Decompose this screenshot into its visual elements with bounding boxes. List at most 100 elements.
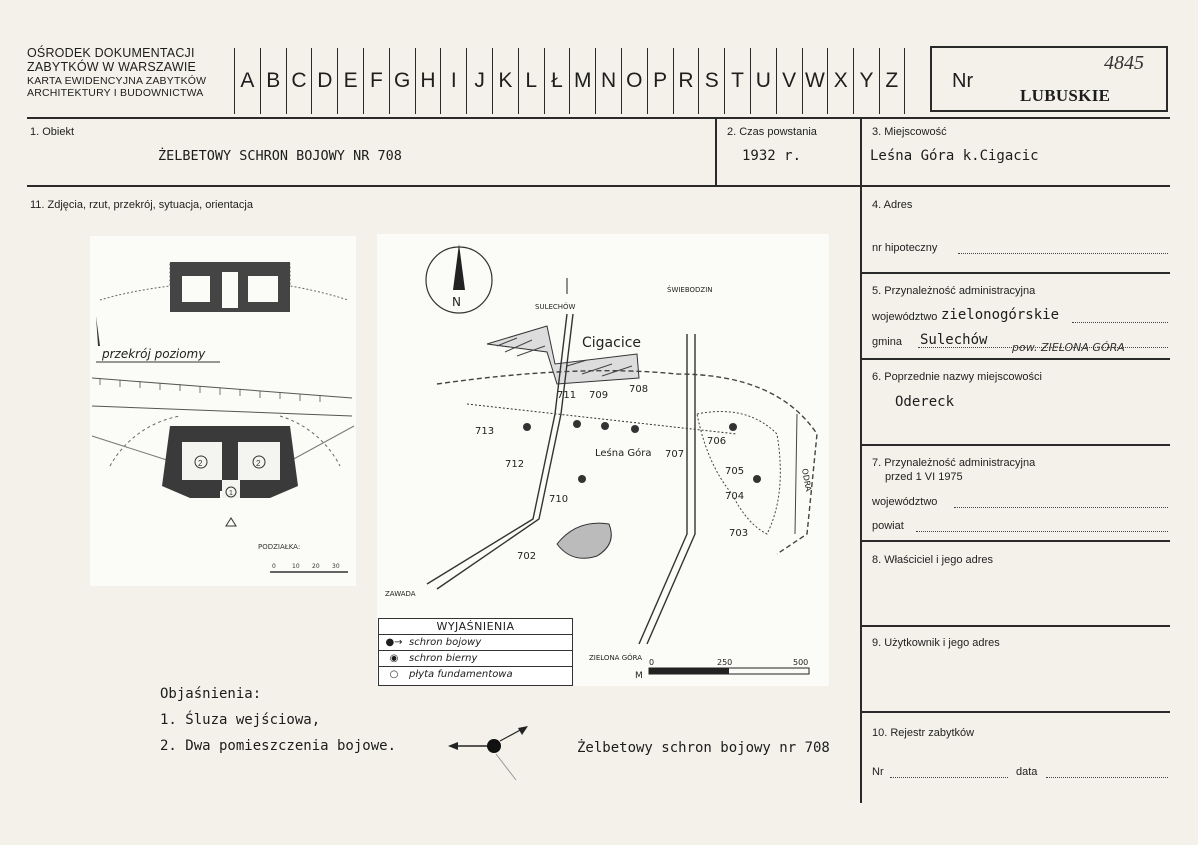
- town-zawada: ZAWADA: [385, 590, 416, 598]
- village-label: Cigacice: [582, 335, 641, 351]
- alphabet-letter: U: [749, 48, 776, 114]
- alphabet-letter: R: [672, 48, 699, 114]
- alphabet-letter: G: [388, 48, 415, 114]
- alphabet-letter: J: [466, 48, 492, 114]
- map-caption: Żelbetowy schron bojowy nr 708: [577, 740, 830, 756]
- legend-title: WYJAŚNIENIA: [379, 619, 572, 635]
- divider-row1: [27, 185, 1170, 187]
- poprzednie-value: Odereck: [895, 394, 955, 410]
- bunker-705: 705: [725, 466, 744, 477]
- uzytkownik-label: 9. Użytkownik i jego adres: [872, 637, 1000, 649]
- przed-woj-label: województwo: [872, 496, 938, 508]
- rejestr-nr-field[interactable]: [890, 777, 1008, 778]
- map-scale-0: 0: [649, 658, 654, 667]
- alphabet-letter: F: [362, 48, 389, 114]
- divider-poprzednie: [860, 444, 1170, 446]
- alphabet-letter: T: [724, 48, 750, 114]
- czas-value: 1932 r.: [742, 148, 802, 164]
- divider-header: [27, 117, 1170, 119]
- town-sulechow: SULECHÓW: [535, 302, 576, 311]
- alphabet-letter: X: [827, 48, 853, 114]
- alphabet-letter: A: [234, 48, 260, 114]
- czas-label: 2. Czas powstania: [727, 126, 817, 138]
- miejscowosc-label: 3. Miejscowość: [872, 126, 947, 138]
- plan-scale-label: PODZIAŁKA:: [258, 543, 300, 551]
- bunker-704: 704: [725, 491, 744, 502]
- wojewodztwo-value: zielonogórskie: [941, 307, 1060, 323]
- alphabet-letter: E: [337, 48, 363, 114]
- alphabet-letter: Z: [878, 48, 905, 114]
- orientation-arrow-icon: [448, 726, 528, 781]
- passive-bunker-icon: ◉: [389, 653, 399, 664]
- divider-adres: [860, 272, 1170, 274]
- situation-map-photo: N SULECHÓW ŚWIEBODZIN Cigacice ODRA: [377, 234, 829, 686]
- wlasciciel-label: 8. Właściciel i jego adres: [872, 554, 994, 566]
- bunker-709: 709: [589, 390, 608, 401]
- divider-przed: [860, 540, 1170, 542]
- legend-item-passive: ◉ schron bierny: [379, 651, 572, 667]
- alphabet-letter: K: [491, 48, 518, 114]
- divider-col-right: [860, 117, 862, 803]
- combat-bunker-icon: ●→: [385, 637, 403, 648]
- gmina-field[interactable]: [918, 347, 1168, 348]
- alphabet-letter: B: [259, 48, 286, 114]
- przed-label-2: przed 1 VI 1975: [885, 471, 963, 483]
- bunker-712: 712: [505, 459, 524, 470]
- alphabet-letter: Ł: [543, 48, 570, 114]
- bunker-703: 703: [729, 528, 748, 539]
- institution-line-2: ZABYTKÓW W WARSZAWIE: [27, 60, 197, 75]
- alphabet-letter: C: [285, 48, 312, 114]
- hipoteczny-label: nr hipoteczny: [872, 242, 938, 254]
- plan-room-1: 1: [229, 490, 233, 497]
- poprzednie-label: 6. Poprzednie nazwy miejscowości: [872, 371, 1042, 383]
- rejestr-nr-label: Nr: [872, 766, 884, 778]
- notes-item-1: 1. Śluza wejściowa,: [160, 712, 321, 728]
- card-type-line-2: ARCHITEKTURY I BUDOWNICTWA: [27, 86, 204, 99]
- town-swiebodzin: ŚWIEBODZIN: [667, 285, 713, 294]
- wojewodztwo-field[interactable]: [1072, 322, 1168, 323]
- gmina-label: gmina: [872, 336, 902, 348]
- map-scale-250: 250: [717, 658, 732, 667]
- record-number-box: Nr 4845 LUBUSKIE: [930, 46, 1168, 112]
- bunker-713: 713: [475, 426, 494, 437]
- przed-powiat-field[interactable]: [916, 531, 1168, 532]
- przed-label-1: 7. Przynależność administracyjna: [872, 457, 1036, 469]
- alphabet-letter: V: [775, 48, 802, 114]
- institution-line-1: OŚRODEK DOKUMENTACJI: [27, 46, 195, 60]
- alphabet-letter: S: [698, 48, 724, 114]
- legend-item-foundation: ○ płyta fundamentowa: [379, 667, 572, 682]
- przed-powiat-label: powiat: [872, 520, 904, 532]
- divider-uzytkownik: [860, 711, 1170, 713]
- adres-label: 4. Adres: [872, 199, 913, 211]
- miejscowosc-value: Leśna Góra k.Cigacic: [870, 148, 1039, 164]
- alphabet-letter: I: [440, 48, 466, 114]
- przed-woj-field[interactable]: [954, 507, 1168, 508]
- notes-title: Objaśnienia:: [160, 686, 262, 702]
- floor-plan-photo: przekrój poziomy: [90, 236, 356, 586]
- card-type-line-1: KARTA EWIDENCYJNA ZABYTKÓW: [27, 74, 207, 87]
- plan-room-2a: 2: [198, 459, 203, 468]
- rejestr-label: 10. Rejestr zabytków: [872, 727, 975, 739]
- map-scale-500: 500: [793, 658, 808, 667]
- alphabet-letter: M: [569, 48, 595, 114]
- zdjecia-label: 11. Zdjęcia, rzut, przekrój, sytuacja, o…: [30, 199, 253, 211]
- region-stamp: LUBUSKIE: [1020, 86, 1111, 105]
- notes-item-2: 2. Dwa pomieszczenia bojowe.: [160, 738, 397, 754]
- river-label: ODRA: [800, 468, 813, 493]
- record-number-value: 4845: [1104, 52, 1144, 74]
- floor-plan-drawing: przekrój poziomy: [91, 262, 355, 573]
- foundation-icon: ○: [389, 669, 399, 680]
- bunker-710: 710: [549, 494, 568, 505]
- hipoteczny-field[interactable]: [958, 253, 1168, 254]
- obiekt-label: 1. Obiekt: [30, 126, 75, 138]
- gmina-handwritten-note: pow. ZIELONA GÓRA: [1012, 341, 1125, 354]
- north-label: N: [452, 295, 461, 309]
- rejestr-data-field[interactable]: [1046, 777, 1168, 778]
- rejestr-data-label: data: [1016, 766, 1038, 778]
- situation-map-drawing: N SULECHÓW ŚWIEBODZIN Cigacice ODRA: [385, 244, 818, 681]
- plan-scale-tick: 30: [332, 563, 340, 570]
- plan-room-2b: 2: [256, 459, 261, 468]
- section-label: przekrój poziomy: [101, 347, 206, 361]
- bunker-707: 707: [665, 449, 684, 460]
